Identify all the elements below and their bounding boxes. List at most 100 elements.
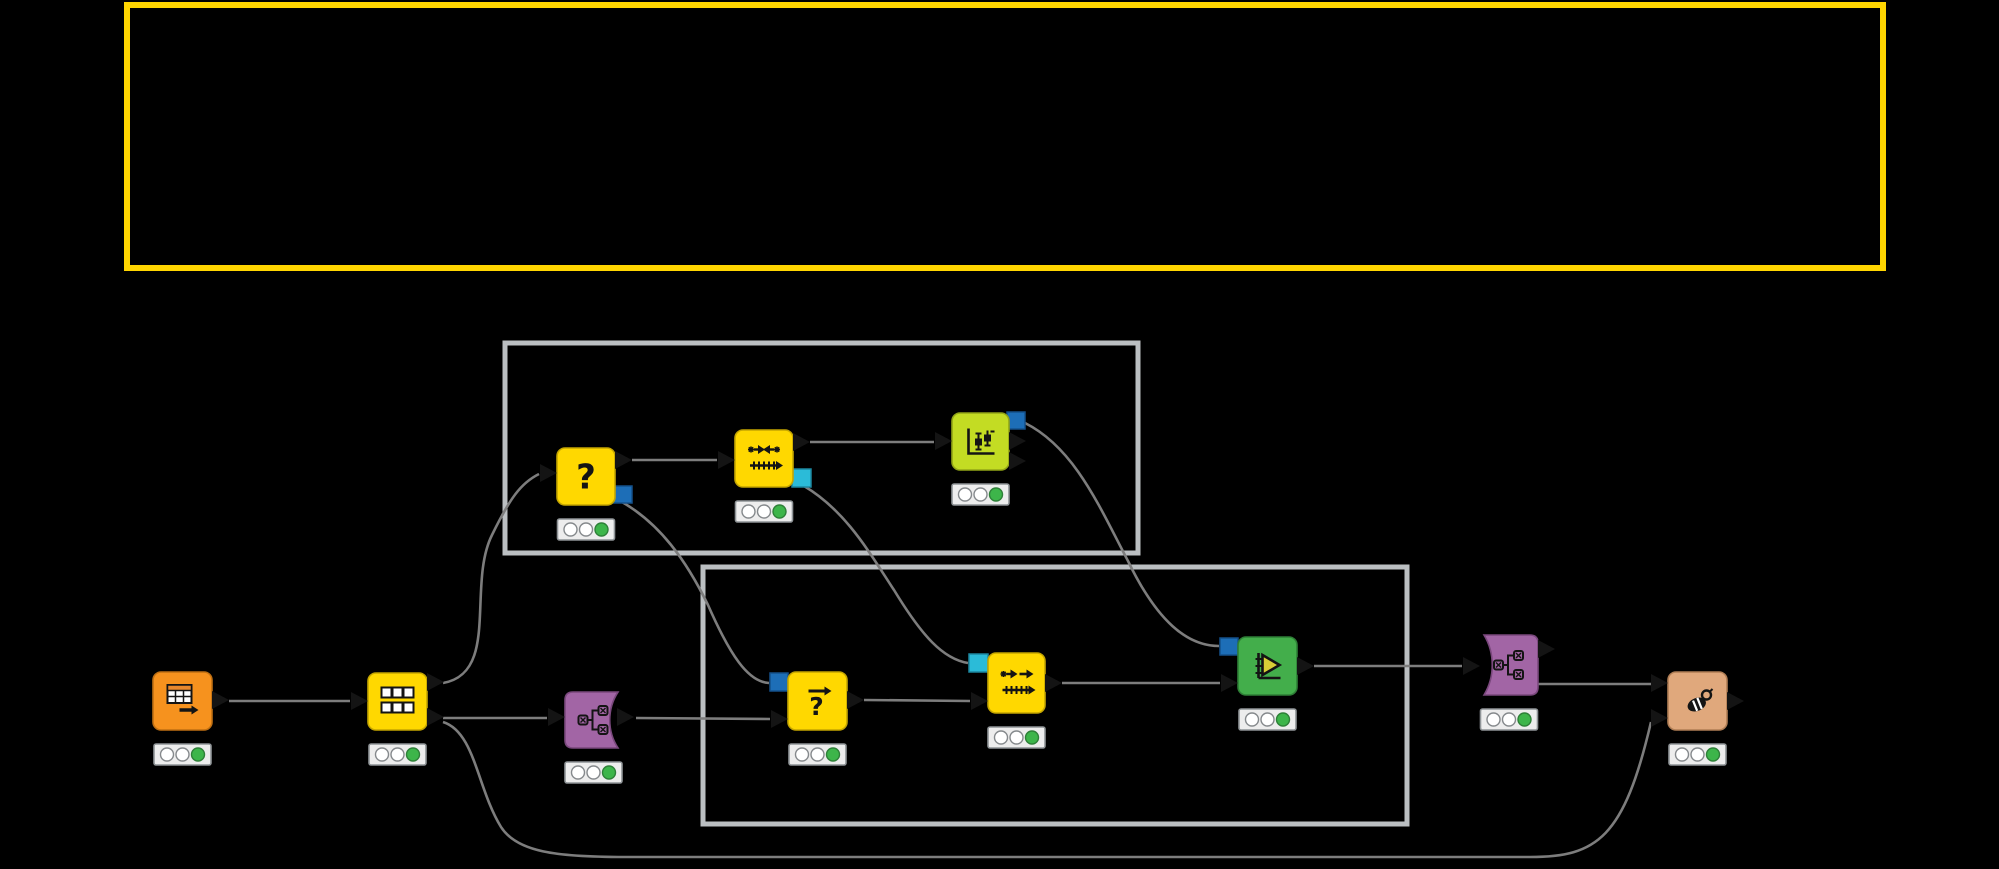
svg-text:?: ?	[809, 692, 824, 721]
edge-numeric-outliers-to-numeric-outliers-apply[interactable]	[1024, 421, 1220, 648]
numeric-outliers-status-lamp-off-1	[973, 487, 988, 502]
normalizer-status-traffic-light	[734, 500, 794, 523]
normalizer-apply-model-port-0[interactable]	[968, 653, 989, 673]
node-numeric-outliers-apply[interactable]	[1219, 636, 1314, 731]
node-normalizer-apply[interactable]	[968, 652, 1062, 749]
numeric-outliers-status-lamp-green	[988, 487, 1004, 502]
partitioning-out-port-1[interactable]	[427, 673, 444, 691]
missing-value-apply-in-port-0[interactable]	[771, 710, 788, 728]
annotation-title-annotation[interactable]	[124, 2, 1886, 271]
numeric-outliers-apply-model-port-0[interactable]	[1219, 637, 1239, 656]
scorer-in-port-1[interactable]	[1651, 709, 1668, 727]
normalizer-apply-status-lamp-off-1	[1009, 730, 1024, 745]
normalizer-apply-out-port-1[interactable]	[1045, 674, 1062, 692]
partitioning-out-port-2[interactable]	[427, 708, 444, 726]
normalizer-apply-status-lamp-green	[1024, 730, 1040, 745]
scorer-status-lamp-green	[1705, 747, 1721, 762]
scorer-out-port-2[interactable]	[1727, 692, 1744, 710]
normalizer-apply-body[interactable]	[987, 652, 1046, 714]
table-reader-out-port-0[interactable]	[212, 691, 229, 709]
table-reader-status-lamp-green	[190, 747, 206, 762]
decision-tree-predictor-icon	[1493, 650, 1524, 680]
svg-text:?: ?	[576, 458, 596, 498]
node-table-reader[interactable]	[152, 671, 229, 766]
node-scorer[interactable]	[1651, 671, 1744, 766]
partitioning-in-port-0[interactable]	[351, 692, 368, 710]
table-reader-status-lamp-off-1	[175, 747, 190, 762]
scorer-status-traffic-light	[1668, 743, 1727, 766]
missing-value-out-port-1[interactable]	[615, 451, 632, 469]
decision-tree-learner-status-lamp-green	[601, 765, 617, 780]
edge-partitioning-to-missing-value[interactable]	[442, 472, 540, 685]
missing-value-apply-status-lamp-off-0	[794, 747, 810, 762]
node-normalizer[interactable]	[718, 429, 812, 523]
edge-missing-value-to-missing-value-apply[interactable]	[621, 500, 770, 685]
edges-layer	[229, 421, 1660, 859]
missing-value-apply-status-lamp-green	[825, 747, 841, 762]
missing-value-apply-status-traffic-light	[788, 743, 847, 766]
table-reader-icon	[166, 684, 199, 715]
decision-tree-predictor-body[interactable]	[1482, 634, 1539, 696]
numeric-outliers-status-traffic-light	[951, 483, 1010, 506]
missing-value-in-port-0[interactable]	[540, 464, 557, 482]
table-reader-status-traffic-light	[153, 743, 212, 766]
normalizer-apply-in-port-0[interactable]	[971, 692, 988, 710]
missing-value-apply-model-port-0[interactable]	[769, 672, 789, 692]
missing-value-apply-out-port-1[interactable]	[847, 691, 864, 709]
decision-tree-predictor-status-lamp-green	[1517, 712, 1532, 727]
missing-value-body[interactable]	[556, 447, 616, 506]
numeric-outliers-apply-status-lamp-green	[1275, 712, 1291, 727]
normalizer-apply-status-traffic-light	[987, 726, 1046, 749]
partitioning-status-lamp-off-0	[374, 747, 390, 762]
decision-tree-predictor-in-port-0[interactable]	[1463, 657, 1480, 675]
annotation-training-group-frame[interactable]	[502, 340, 1141, 556]
decision-tree-predictor-out-port-1[interactable]	[1538, 640, 1555, 658]
node-partitioning[interactable]	[351, 672, 444, 766]
decision-tree-predictor-status-lamp-off-0	[1486, 712, 1501, 727]
numeric-outliers-apply-out-port-1[interactable]	[1297, 657, 1314, 675]
numeric-outliers-apply-in-port-0[interactable]	[1221, 674, 1238, 692]
normalizer-body[interactable]	[734, 429, 794, 488]
decision-tree-learner-status-traffic-light	[564, 761, 623, 784]
numeric-outliers-out-port-2[interactable]	[1009, 452, 1026, 470]
missing-value-status-lamp-green	[594, 522, 609, 537]
edge-missing-value-apply-to-normalizer-apply[interactable]	[863, 698, 971, 703]
node-missing-value-apply[interactable]: ?	[769, 671, 864, 766]
numeric-outliers-icon	[967, 428, 995, 455]
missing-value-status-traffic-light	[556, 518, 616, 541]
node-decision-tree-learner[interactable]	[548, 691, 634, 784]
numeric-outliers-apply-status-traffic-light	[1238, 708, 1297, 731]
edge-normalizer-to-normalizer-apply[interactable]	[803, 484, 969, 665]
scorer-icon	[1687, 688, 1714, 712]
decision-tree-learner-out-port-1[interactable]	[617, 708, 634, 726]
node-numeric-outliers[interactable]	[935, 411, 1026, 506]
edge-partitioning-to-scorer[interactable]	[442, 720, 1653, 859]
numeric-outliers-status-lamp-off-0	[957, 487, 973, 502]
node-decision-tree-predictor[interactable]	[1463, 634, 1555, 731]
node-missing-value[interactable]: ?	[540, 447, 633, 541]
normalizer-out-port-1[interactable]	[793, 433, 810, 451]
normalizer-apply-icon	[1000, 669, 1036, 695]
numeric-outliers-in-port-0[interactable]	[935, 432, 952, 450]
normalizer-status-lamp-off-1	[756, 504, 772, 519]
partitioning-status-traffic-light	[368, 743, 427, 766]
table-reader-status-lamp-off-0	[159, 747, 175, 762]
partitioning-status-lamp-off-1	[390, 747, 405, 762]
edge-decision-tree-learner-to-missing-value-apply[interactable]	[635, 716, 771, 721]
annotation-apply-group-frame[interactable]	[700, 564, 1410, 827]
missing-value-status-lamp-off-0	[563, 522, 578, 537]
scorer-in-port-0[interactable]	[1651, 674, 1668, 692]
missing-value-model-port-0[interactable]	[612, 485, 633, 504]
missing-value-apply-status-lamp-off-1	[810, 747, 825, 762]
scorer-status-lamp-off-1	[1690, 747, 1705, 762]
missing-value-status-lamp-off-1	[578, 522, 594, 537]
normalizer-icon	[748, 445, 783, 470]
normalizer-model-port-0[interactable]	[791, 468, 812, 488]
numeric-outliers-out-port-1[interactable]	[1009, 432, 1026, 450]
normalizer-status-lamp-green	[772, 504, 787, 519]
numeric-outliers-apply-status-lamp-off-1	[1260, 712, 1275, 727]
partitioning-icon	[380, 686, 415, 714]
normalizer-in-port-0[interactable]	[718, 451, 735, 469]
decision-tree-learner-in-port-0[interactable]	[548, 708, 565, 726]
